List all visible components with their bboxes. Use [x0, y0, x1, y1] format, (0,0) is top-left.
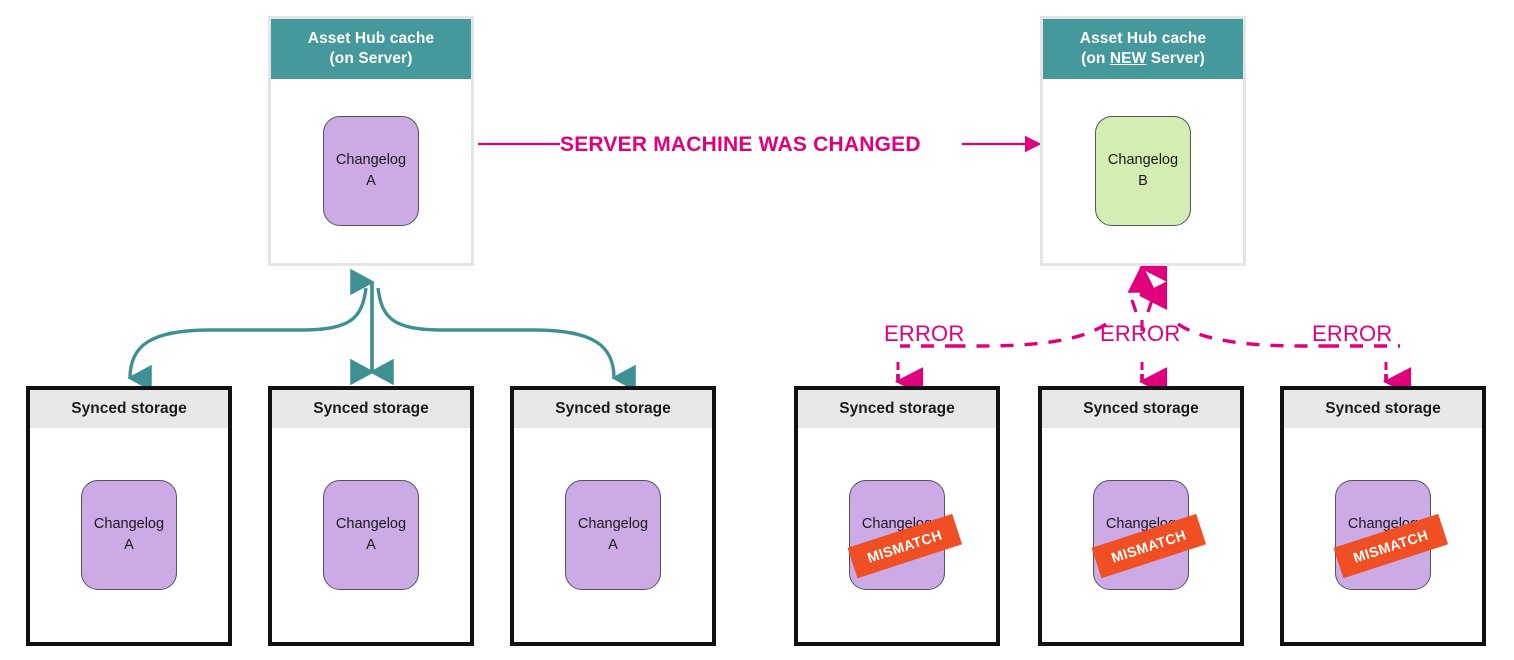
cache-body-new: Changelog B [1043, 79, 1243, 263]
storage-body: Changelog A [272, 428, 470, 642]
cache-header-line1-new: Asset Hub cache [1079, 29, 1207, 47]
cache-header-new: Asset Hub cache (on NEW Server) [1043, 19, 1243, 79]
chip-name: Changelog [335, 515, 407, 532]
chip-letter: A [124, 537, 134, 553]
storage-body: Changelog A MISMATCH [1284, 428, 1482, 642]
cache-body-old: Changelog A [271, 79, 471, 263]
changelog-chip-cache-new: Changelog B [1095, 116, 1191, 226]
chip-name: Changelog [861, 515, 933, 532]
chip-name: Changelog [577, 515, 649, 532]
chip-letter: A [366, 173, 376, 189]
teal-sync-connectors [127, 268, 636, 392]
changelog-chip: Changelog A [565, 480, 661, 590]
changelog-chip: Changelog A [1093, 480, 1189, 590]
cache-header-old: Asset Hub cache (on Server) [271, 19, 471, 79]
server-changed-label: SERVER MACHINE WAS CHANGED [560, 133, 921, 156]
changelog-chip: Changelog A [81, 480, 177, 590]
storage-header: Synced storage [514, 390, 712, 428]
changelog-chip: Changelog A [1335, 480, 1431, 590]
chip-name: Changelog [93, 515, 165, 532]
asset-hub-cache-new-server: Asset Hub cache (on NEW Server) Changelo… [1040, 16, 1246, 266]
asset-hub-cache-old-server: Asset Hub cache (on Server) Changelog A [268, 16, 474, 266]
cache-head-pre-new: (on [1081, 50, 1110, 67]
cache-head-post-new: Server) [1146, 50, 1205, 67]
cache-header-line1-old: Asset Hub cache [307, 29, 435, 47]
cache-head-post-old: Server) [358, 50, 413, 67]
synced-storage-left-2: Synced storage Changelog A [268, 386, 474, 646]
error-label-2: ERROR [1100, 321, 1181, 346]
changelog-chip: Changelog A [849, 480, 945, 590]
chip-letter: A [366, 537, 376, 553]
cache-header-line2-new: (on NEW Server) [1080, 49, 1206, 69]
storage-header: Synced storage [1042, 390, 1240, 428]
storage-header: Synced storage [30, 390, 228, 428]
storage-header: Synced storage [798, 390, 996, 428]
storage-header: Synced storage [1284, 390, 1482, 428]
chip-letter: A [608, 537, 618, 553]
chip-name: Changelog [1347, 515, 1419, 532]
synced-storage-right-2: Synced storage Changelog A MISMATCH [1038, 386, 1244, 646]
storage-body: Changelog A [30, 428, 228, 642]
synced-storage-right-3: Synced storage Changelog A MISMATCH [1280, 386, 1486, 646]
chip-letter: A [1136, 537, 1146, 553]
cache-head-em-new: NEW [1109, 50, 1147, 67]
synced-storage-left-3: Synced storage Changelog A [510, 386, 716, 646]
error-label-1: ERROR [884, 321, 965, 346]
changelog-chip-cache-old: Changelog A [323, 116, 419, 226]
chip-name: Changelog [335, 151, 407, 168]
chip-name: Changelog [1105, 515, 1177, 532]
synced-storage-left-1: Synced storage Changelog A [26, 386, 232, 646]
chip-letter: B [1138, 173, 1148, 189]
changelog-chip: Changelog A [323, 480, 419, 590]
chip-letter: A [892, 537, 902, 553]
chip-letter: A [1378, 537, 1388, 553]
error-label-3: ERROR [1312, 321, 1393, 346]
storage-body: Changelog A [514, 428, 712, 642]
storage-body: Changelog A MISMATCH [798, 428, 996, 642]
chip-name: Changelog [1107, 151, 1179, 168]
storage-header: Synced storage [272, 390, 470, 428]
synced-storage-right-1: Synced storage Changelog A MISMATCH [794, 386, 1000, 646]
storage-body: Changelog A MISMATCH [1042, 428, 1240, 642]
cache-header-line2-old: (on Server) [308, 49, 434, 69]
cache-head-pre-old: (on [329, 50, 359, 67]
